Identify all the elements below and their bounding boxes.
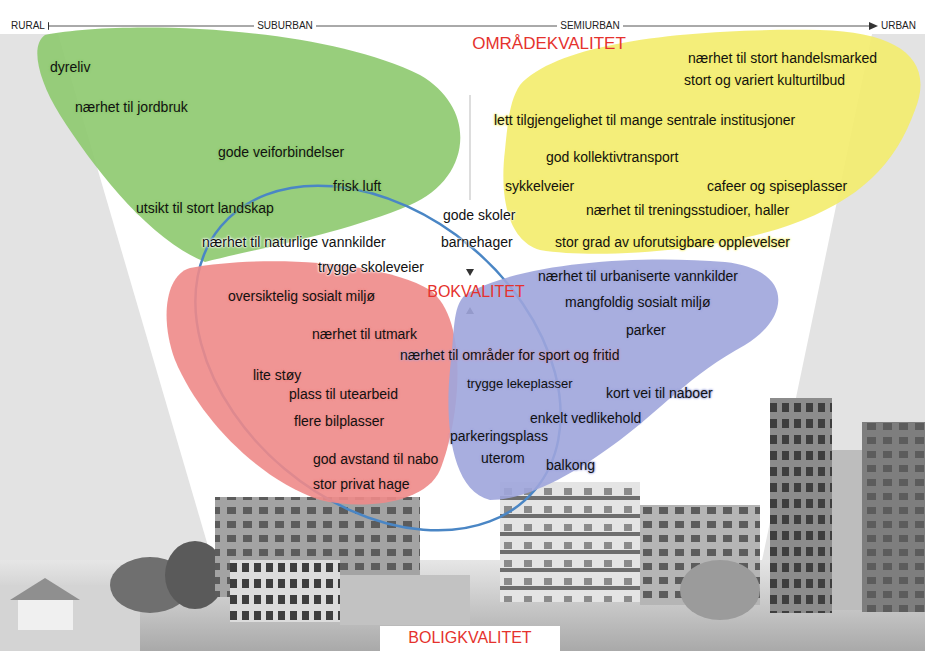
region-text: nærhet til stort handelsmarked xyxy=(688,50,877,67)
region-text: utsikt til stort landskap xyxy=(136,200,274,217)
region-text: nærhet til utmark xyxy=(312,326,417,343)
region-text: nærhet til urbaniserte vannkilder xyxy=(538,268,738,285)
region-text: gode veiforbindelser xyxy=(218,144,344,161)
region-text: god kollektivtransport xyxy=(546,149,678,166)
region-text: flere bilplasser xyxy=(294,413,384,430)
region-text: nærhet til naturlige vannkilder xyxy=(202,234,386,251)
region-text: oversiktelig sosialt miljø xyxy=(228,288,375,305)
heading-label: BOLIGKVALITET xyxy=(405,628,534,647)
quality-region: dyreliv nærhet til jordbruk gode veiforbin… xyxy=(30,20,475,270)
region-text: nærhet til områder for sport og fritid xyxy=(400,347,619,364)
region-text: lite støy xyxy=(253,367,301,384)
axis-label: RURAL xyxy=(8,20,48,32)
region-shape xyxy=(128,115,628,601)
region-text: stor privat hage xyxy=(313,476,410,493)
region-text: plass til utearbeid xyxy=(289,386,398,403)
region-text: nærhet til treningsstudioer, haller xyxy=(586,202,789,219)
axis-label: URBAN xyxy=(878,20,919,32)
region-text: nærhet til jordbruk xyxy=(75,99,188,116)
region-text: parkeringsplass xyxy=(450,428,548,445)
region-text: kort vei til naboer xyxy=(606,385,713,402)
region-shape xyxy=(37,28,460,262)
region-shape xyxy=(503,30,920,254)
housing-photos xyxy=(0,398,925,651)
region-text: trygge lekeplasser xyxy=(467,376,573,392)
region-text: balkong xyxy=(546,457,595,474)
quality-region: oversiktelig sosialt miljø nærhet til utm… xyxy=(160,252,472,514)
region-text: enkelt vedlikehold xyxy=(530,410,641,427)
region-shape xyxy=(167,261,458,504)
region-text: stort og variert kulturtilbud xyxy=(684,72,845,89)
region-text: frisk luft xyxy=(333,178,381,195)
axis-label: SEMIURBAN xyxy=(557,20,622,32)
heading-label: BOKVALITET xyxy=(427,282,525,301)
region-text: dyreliv xyxy=(50,59,90,76)
region-text: barnehager xyxy=(441,234,513,251)
region-text: uterom xyxy=(481,450,525,467)
region-text: parker xyxy=(626,322,666,339)
region-text: mangfoldig sosialt miljø xyxy=(565,294,711,311)
heading-label: OMRÅDEKVALITET xyxy=(472,34,626,54)
region-text: god avstand til nabo xyxy=(313,451,438,468)
region-text: stor grad av uforutsigbare opplevelser xyxy=(555,234,790,251)
region-text: cafeer og spiseplasser xyxy=(707,178,847,195)
region-text: trygge skoleveier xyxy=(318,259,424,276)
axis-label: SUBURBAN xyxy=(254,20,316,32)
quality-region: nærhet til stort handelsmarked stort og v… xyxy=(495,22,925,264)
region-text: gode skoler xyxy=(443,207,515,224)
region-text: lett tilgjengelighet til mange sentrale … xyxy=(494,112,795,129)
region-text: sykkelveier xyxy=(505,178,574,195)
